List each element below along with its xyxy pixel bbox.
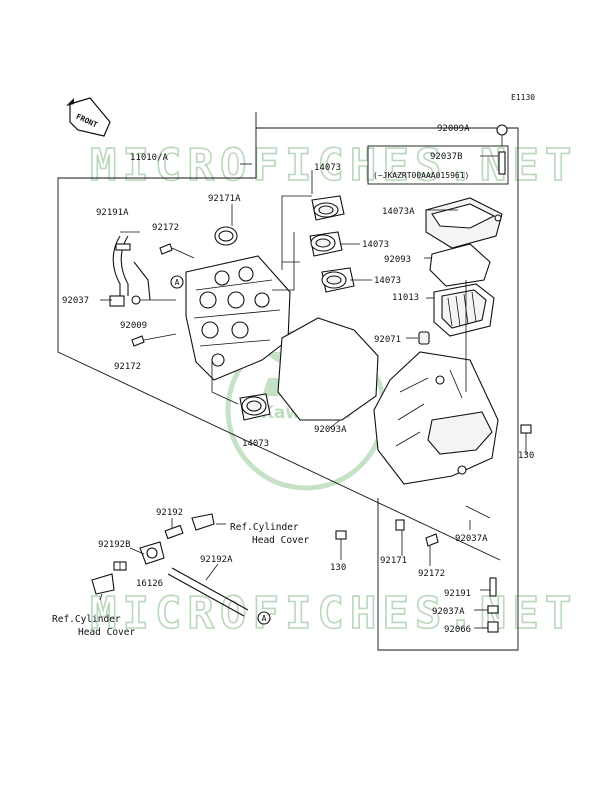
label-92037b: 92037B <box>430 152 463 162</box>
holder-14073-middle <box>309 231 343 257</box>
clip-92171 <box>395 519 405 531</box>
watermark-text-bottom: MICROFICHES.NET <box>90 588 577 639</box>
label-vin-note: (~JKAZRT00AAA015961) <box>373 171 469 180</box>
label-92093a: 92093A <box>314 425 347 435</box>
ref-cylinder-head-cover-1-line1: Ref.Cylinder <box>230 522 299 533</box>
label-92172-right: 92172 <box>418 569 445 579</box>
hose-92192a <box>167 567 249 617</box>
valve-16126 <box>139 541 165 565</box>
label-92192a: 92192A <box>200 555 233 565</box>
air-cleaner-cover-14073a <box>425 197 503 249</box>
label-92191: 92191 <box>444 589 471 599</box>
label-92172-lower: 92172 <box>114 362 141 372</box>
clamp-92171a <box>214 226 238 246</box>
label-92192b: 92192B <box>98 540 131 550</box>
label-92037a-lower: 92037A <box>432 607 465 617</box>
ref-cylinder-head-cover-2-line1: Ref.Cylinder <box>52 614 121 625</box>
screw-92172-left-lower <box>131 333 177 347</box>
label-92171: 92171 <box>380 556 407 566</box>
fitting-92192 <box>164 513 215 540</box>
circle-ref-a-lower: A <box>257 611 271 625</box>
ref-cylinder-head-cover-2-line2: Head Cover <box>78 627 135 638</box>
bolt-130-left <box>335 530 347 552</box>
label-92037: 92037 <box>62 296 89 306</box>
label-92192: 92192 <box>156 508 183 518</box>
air-cleaner-lower-housing <box>185 255 291 381</box>
label-14073-top: 14073 <box>314 163 341 173</box>
label-11010a: 11010/A <box>130 153 169 163</box>
screw-92009a <box>496 124 508 146</box>
label-16126: 16126 <box>136 579 163 589</box>
connector-ref-left <box>91 573 115 595</box>
circle-ref-a-lower-label: A <box>262 614 267 623</box>
part-labels: 11010/A 92009A 92037B (~JKAZRT00AAA01596… <box>62 124 534 635</box>
label-14073-bottom: 14073 <box>242 439 269 449</box>
front-arrow-icon: FRONT <box>66 97 111 137</box>
label-14073a: 14073A <box>382 207 415 217</box>
circle-ref-a-upper: A <box>170 275 184 289</box>
holder-14073-upper <box>311 195 345 221</box>
holder-14073-lower <box>321 267 355 293</box>
label-14073-middle: 14073 <box>362 240 389 250</box>
screw-92009-left <box>131 295 176 305</box>
label-92172-upper: 92172 <box>152 223 179 233</box>
label-92191a: 92191A <box>96 208 129 218</box>
label-92037a-upper: 92037A <box>455 534 488 544</box>
collar-92037b <box>498 151 506 175</box>
grommet-92071 <box>418 331 430 345</box>
label-92009: 92009 <box>120 321 147 331</box>
label-130-right: 130 <box>518 451 534 461</box>
air-cleaner-housing <box>373 351 499 485</box>
ref-cylinder-head-cover-1-line2: Head Cover <box>252 535 309 546</box>
breather-hose-92191a <box>109 235 151 307</box>
watermark-text-top: MICROFICHES.NET <box>90 140 577 191</box>
filter-element-11013 <box>433 283 495 337</box>
seal-92093 <box>429 243 491 287</box>
label-92009a: 92009A <box>437 124 470 134</box>
hose-92191-right <box>465 505 499 633</box>
bolt-130-right <box>520 424 532 444</box>
holder-14073-bottom <box>239 393 271 421</box>
label-130-left: 130 <box>330 563 346 573</box>
screw-92172-left-upper <box>159 243 195 259</box>
screw-92172-right <box>425 533 439 547</box>
label-92093: 92093 <box>384 255 411 265</box>
label-92071: 92071 <box>374 335 401 345</box>
label-14073-lower: 14073 <box>374 276 401 286</box>
diagram-code: E1130 <box>511 93 535 102</box>
label-11013: 11013 <box>392 293 419 303</box>
label-92171a: 92171A <box>208 194 241 204</box>
gasket-92093a <box>277 317 379 421</box>
leader-lines <box>99 127 527 629</box>
circle-ref-a-upper-label: A <box>175 278 180 287</box>
label-92066: 92066 <box>444 625 471 635</box>
assembly-frames <box>57 112 519 651</box>
reference-notes: Ref.Cylinder Head Cover Ref.Cylinder Hea… <box>52 522 309 638</box>
